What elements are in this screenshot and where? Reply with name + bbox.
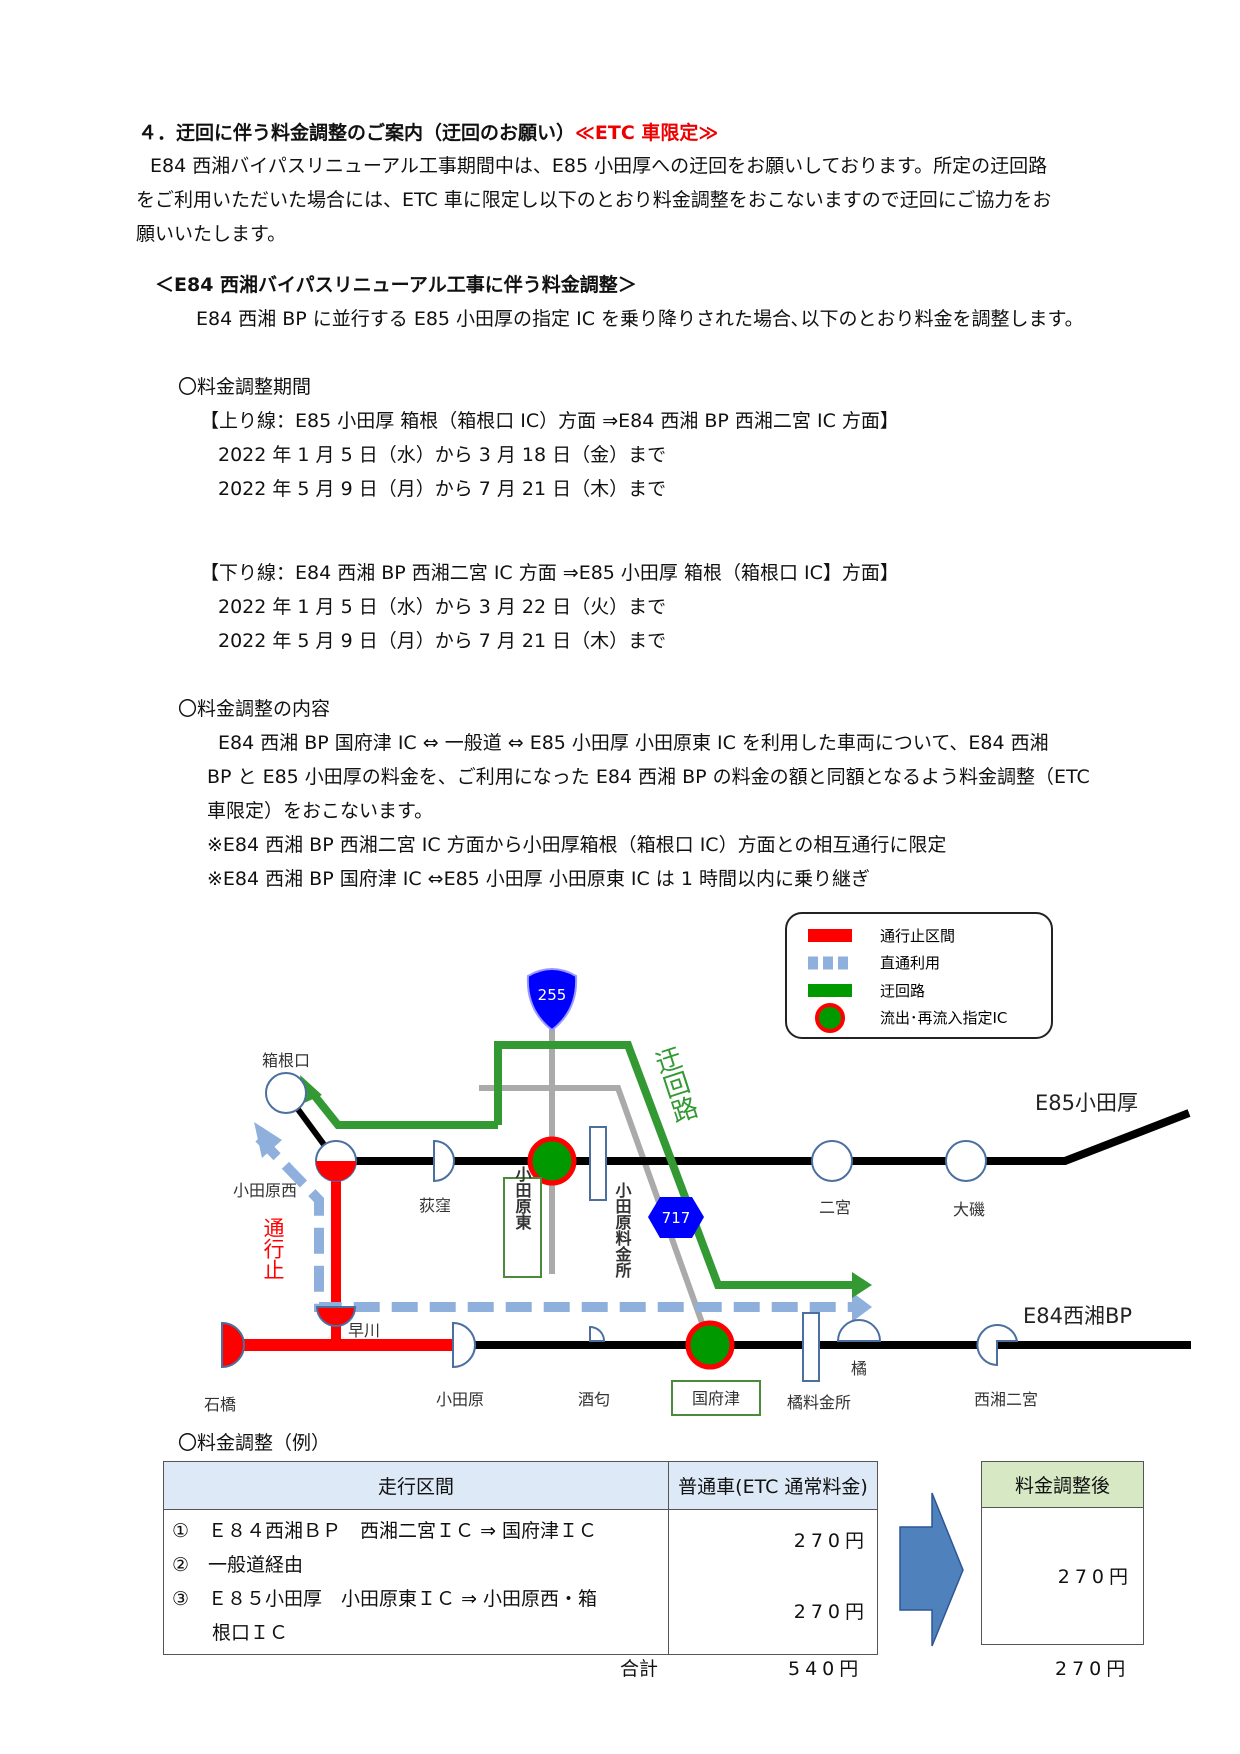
- col-section: 走行区間: [163, 1461, 669, 1510]
- route-step: ② 一般道経由: [172, 1554, 304, 1576]
- ic-ogikubo-icon: [433, 1139, 455, 1183]
- down-date: 2022 年 1 月 5 日（水）から 3 月 22 日（火）まで: [218, 596, 667, 618]
- label-hayakawa: 早川: [348, 1321, 380, 1340]
- example-heading: 〇料金調整（例）: [178, 1432, 331, 1454]
- ic-seisho-ninomiya-icon: [976, 1324, 1019, 1367]
- ic-sakawa-icon: [589, 1325, 606, 1342]
- label-closed: 通行止: [261, 1217, 285, 1280]
- total-label: 合計: [620, 1658, 659, 1680]
- route-step: ③ Ｅ８５小田厚 小田原東ＩＣ ⇒ 小田原西・箱: [172, 1588, 598, 1610]
- fee-value: 270円: [793, 1530, 869, 1552]
- fee-table: 走行区間 普通車(ETC 通常料金) ① Ｅ８４西湘ＢＰ 西湘二宮ＩＣ ⇒ 国府…: [163, 1461, 878, 1655]
- route-255-shield-icon: [526, 968, 578, 1032]
- label-ishibashi: 石橋: [204, 1395, 236, 1414]
- tachibana-toll-booth-icon: [802, 1312, 820, 1382]
- odawara-toll-booth-icon: [589, 1126, 607, 1201]
- etc-only-tag: ≪ETC 車限定≫: [575, 122, 719, 144]
- label-ogikubo: 荻窪: [419, 1196, 451, 1215]
- label-kozu: 国府津: [692, 1389, 740, 1408]
- through-arrow-icon: [852, 1292, 872, 1322]
- label-sakawa: 酒匂: [578, 1390, 610, 1409]
- adjusted-header: 料金調整後: [982, 1462, 1143, 1508]
- legend-label: 直通利用: [880, 954, 940, 972]
- label-odawara-toll: 小田原料金所: [613, 1182, 633, 1279]
- ic-hayakawa-icon: [315, 1306, 357, 1327]
- intro-line: 願いいたします。: [136, 223, 287, 245]
- legend-detour-swatch: [808, 984, 852, 997]
- up-date: 2022 年 5 月 9 日（月）から 7 月 21 日（木）まで: [218, 478, 667, 500]
- col-normal-fee: 普通車(ETC 通常料金): [668, 1461, 878, 1510]
- route-step: 根口ＩＣ: [212, 1622, 289, 1644]
- content-note: ※E84 西湘 BP 国府津 IC ⇔E85 小田厚 小田原東 IC は 1 時…: [207, 868, 870, 890]
- detour-route: [494, 1041, 855, 1289]
- ic-odawara-higashi-icon: [527, 1136, 577, 1186]
- up-line-label: 【上り線：E85 小田厚 箱根（箱根口 IC）方面 ⇒E84 西湘 BP 西湘二…: [200, 410, 899, 432]
- fee-value: 270円: [793, 1601, 869, 1623]
- adjusted-fee-box: 料金調整後 270円: [981, 1461, 1144, 1645]
- label-ninomiya: 二宮: [819, 1198, 851, 1217]
- label-odawara: 小田原: [436, 1390, 484, 1409]
- kozu-box: [671, 1380, 761, 1416]
- label-tachibana: 橘: [851, 1359, 867, 1378]
- legend-box: [785, 912, 1053, 1039]
- general-road: [479, 1085, 713, 1347]
- route-255-label: 255: [538, 986, 567, 1004]
- ic-tachibana-icon: [836, 1319, 882, 1342]
- detour-arrow-icon: [852, 1272, 872, 1298]
- ic-odawara-icon: [452, 1321, 476, 1369]
- legend-closed-swatch: [808, 929, 852, 942]
- legend-label: 流出･再流入指定IC: [880, 1009, 1007, 1027]
- ic-hakoneguchi-icon: [265, 1072, 307, 1114]
- ic-ninomiya-icon: [811, 1140, 853, 1182]
- label-odawara-nishi: 小田原西: [233, 1181, 297, 1200]
- period-heading: 〇料金調整期間: [178, 376, 312, 398]
- intro-line: をご利用いただいた場合には、ETC 車に限定し以下のとおり料金調整をおこないます…: [136, 189, 1052, 211]
- fee-cell: 270円 270円: [668, 1509, 878, 1655]
- subheading: ＜E84 西湘バイパスリニューアル工事に伴う料金調整＞: [155, 274, 637, 296]
- through-route: [255, 1134, 855, 1312]
- detour-route: [306, 1087, 498, 1129]
- route-717-shield-icon: [648, 1197, 704, 1238]
- route-717-label: 717: [662, 1209, 691, 1227]
- content-line: 車限定）をおこないます。: [207, 800, 434, 822]
- ic-kozu-icon: [685, 1320, 735, 1370]
- label-e84: E84西湘BP: [1023, 1304, 1132, 1328]
- sub-intro: E84 西湘 BP に並行する E85 小田厚の指定 IC を乗り降りされた場合…: [196, 308, 1084, 330]
- content-line: BP と E85 小田厚の料金を、ご利用になった E84 西湘 BP の料金の額…: [207, 766, 1090, 788]
- content-note: ※E84 西湘 BP 西湘二宮 IC 方面から小田厚箱根（箱根口 IC）方面との…: [207, 834, 947, 856]
- down-date: 2022 年 5 月 9 日（月）から 7 月 21 日（木）まで: [218, 630, 667, 652]
- label-tachibana-toll: 橘料金所: [787, 1393, 851, 1412]
- intro-line: E84 西湘バイパスリニューアル工事期間中は、E85 小田厚への迂回をお願いして…: [150, 155, 1048, 177]
- label-seisho-ninomiya: 西湘二宮: [974, 1390, 1038, 1409]
- legend-label: 迂回路: [880, 982, 925, 1000]
- legend-label: 通行止区間: [880, 927, 955, 945]
- adjusted-value: 270円: [1057, 1566, 1133, 1588]
- label-hakoneguchi: 箱根口: [262, 1051, 310, 1070]
- total-after: 270円: [1055, 1658, 1131, 1680]
- content-heading: 〇料金調整の内容: [178, 698, 331, 720]
- legend-ic-icon: [815, 1003, 845, 1033]
- label-oiso: 大磯: [953, 1200, 985, 1219]
- title-text: ４．迂回に伴う料金調整のご案内（迂回のお願い）: [138, 122, 576, 144]
- through-arrow-icon: [254, 1122, 282, 1158]
- section-title: ４．迂回に伴う料金調整のご案内（迂回のお願い）≪ETC 車限定≫: [138, 121, 718, 145]
- odawara-higashi-box: [503, 1177, 542, 1278]
- ic-ishibashi-icon: [221, 1321, 245, 1369]
- label-odawara-higashi: 小田原東: [513, 1166, 532, 1231]
- down-line-label: 【下り線：E84 西湘 BP 西湘二宮 IC 方面 ⇒E85 小田厚 箱根（箱根…: [200, 562, 899, 584]
- label-e85: E85小田厚: [1035, 1091, 1138, 1115]
- e85-road: [338, 1109, 1191, 1165]
- route-cell: ① Ｅ８４西湘ＢＰ 西湘二宮ＩＣ ⇒ 国府津ＩＣ ② 一般道経由 ③ Ｅ８５小田…: [163, 1509, 669, 1655]
- route-step: ① Ｅ８４西湘ＢＰ 西湘二宮ＩＣ ⇒ 国府津ＩＣ: [172, 1520, 598, 1542]
- up-date: 2022 年 1 月 5 日（水）から 3 月 18 日（金）まで: [218, 444, 667, 466]
- content-line: E84 西湘 BP 国府津 IC ⇔ 一般道 ⇔ E85 小田厚 小田原東 IC…: [218, 732, 1049, 754]
- ic-oiso-icon: [945, 1140, 987, 1182]
- total-normal: 540円: [788, 1658, 864, 1680]
